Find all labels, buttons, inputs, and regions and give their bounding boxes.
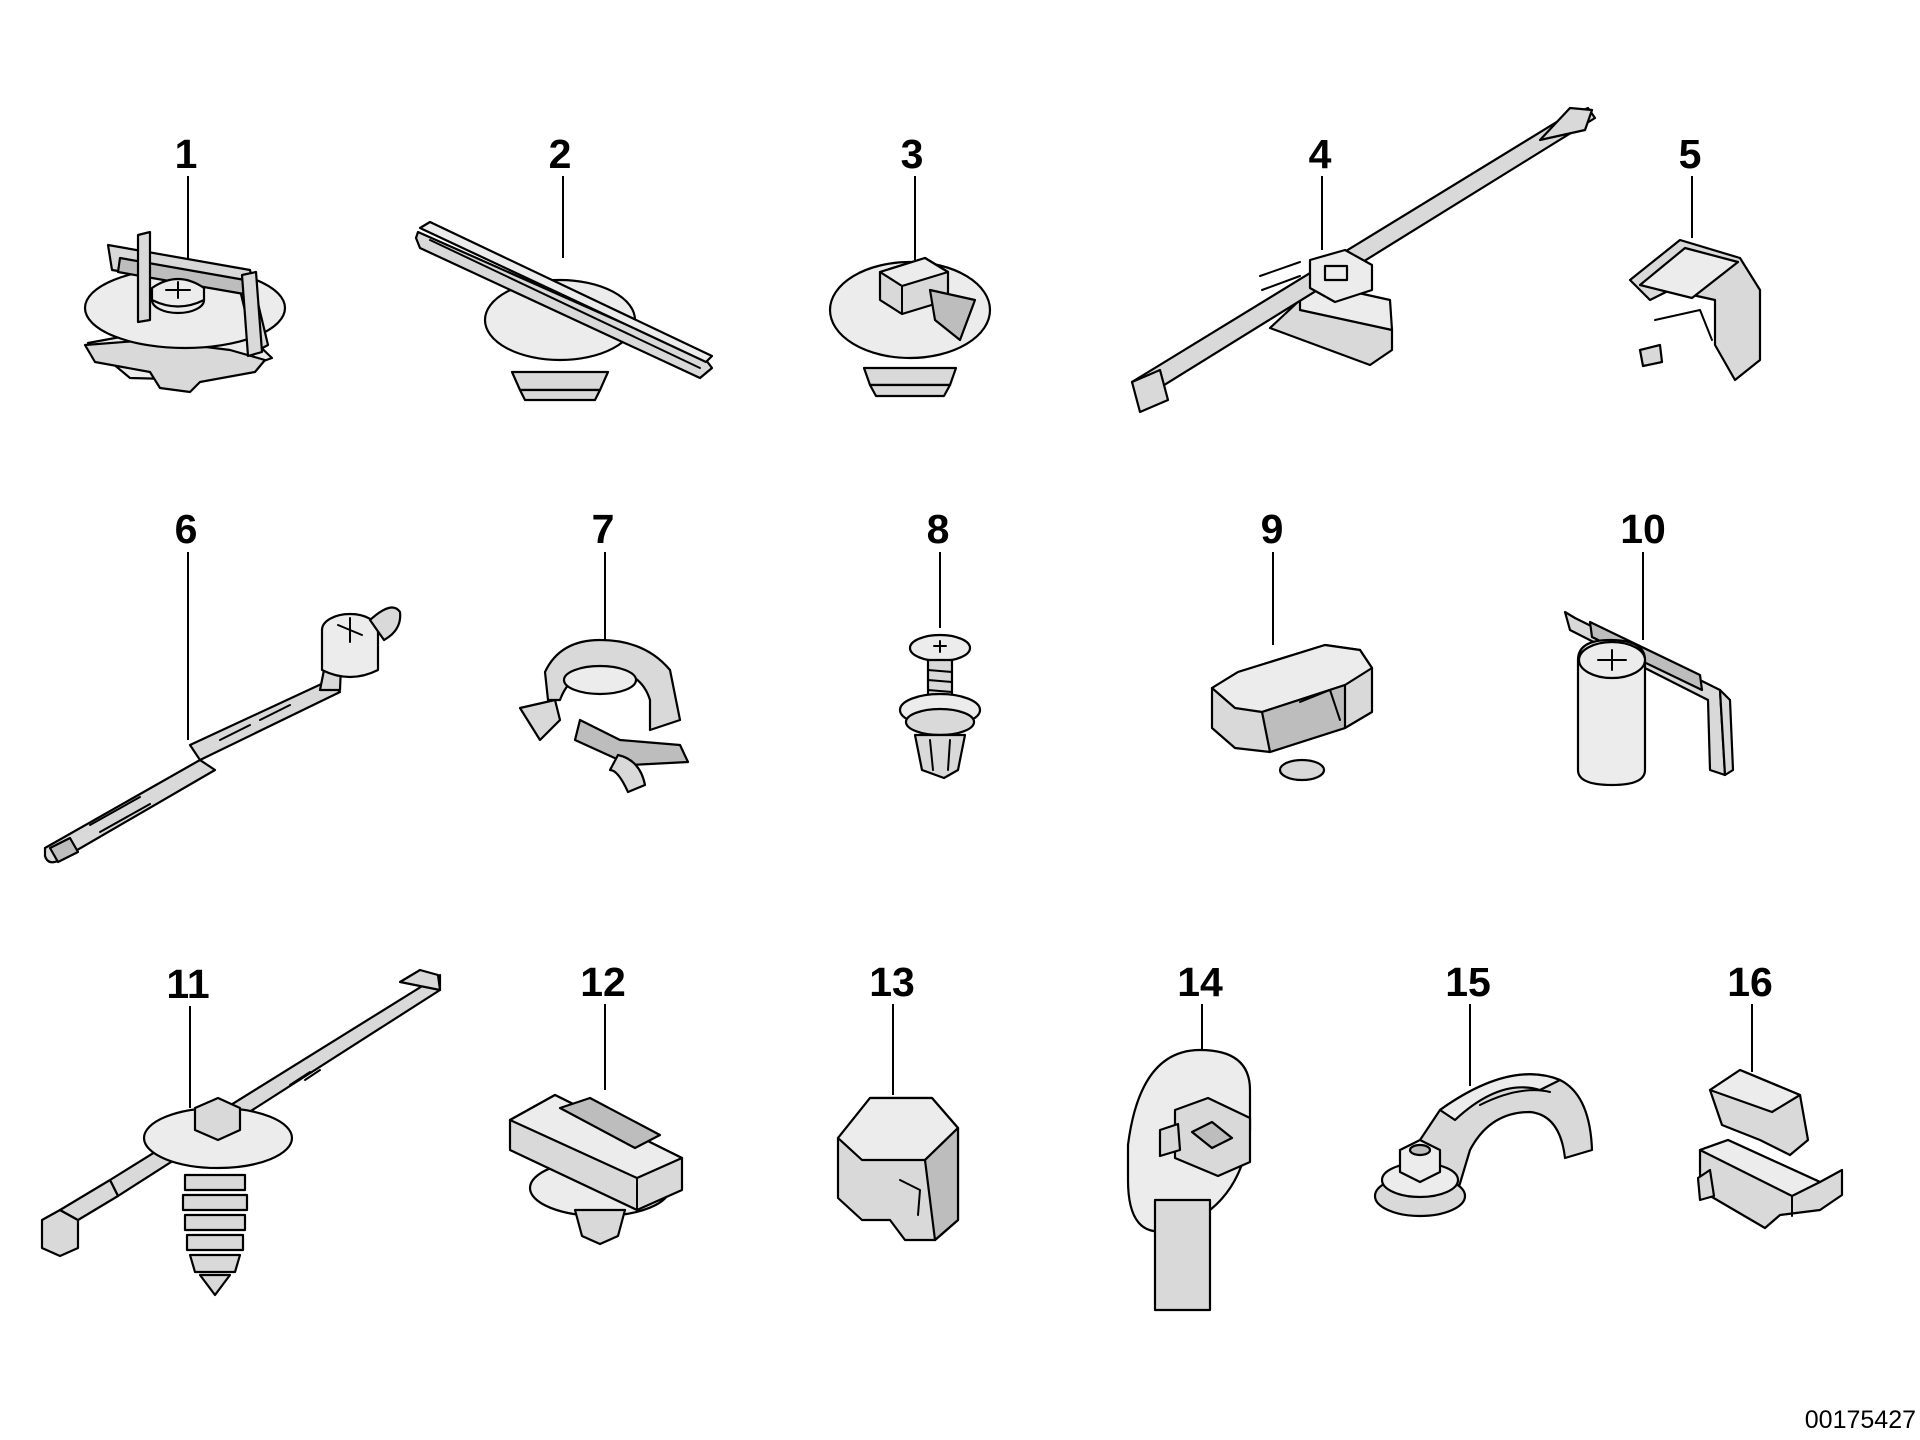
part-12-drawing	[508, 1093, 684, 1246]
part-14-label: 14	[1177, 959, 1223, 1005]
part-15-label: 15	[1445, 959, 1491, 1005]
part-16: 16	[1696, 959, 1844, 1230]
part-16-label: 16	[1727, 959, 1773, 1005]
part-13: 13	[836, 959, 960, 1242]
part-16-drawing	[1696, 1068, 1844, 1230]
part-12: 12	[508, 959, 684, 1246]
part-8-drawing	[898, 633, 982, 780]
part-10-drawing	[1563, 610, 1735, 787]
part-4-drawing	[1130, 106, 1597, 414]
part-14-drawing	[1126, 1048, 1252, 1312]
part-7-label: 7	[592, 506, 615, 552]
part-11: 11	[40, 961, 442, 1297]
part-9: 9	[1210, 506, 1374, 782]
part-4: 4	[1130, 106, 1597, 414]
part-13-drawing	[836, 1096, 960, 1242]
part-5-label: 5	[1679, 131, 1702, 177]
part-11-drawing	[40, 968, 442, 1297]
part-1: 1	[83, 131, 287, 394]
part-13-label: 13	[869, 959, 915, 1005]
part-1-drawing	[83, 230, 287, 394]
part-8-label: 8	[927, 506, 950, 552]
part-15-drawing	[1373, 1073, 1594, 1218]
part-7-drawing	[518, 638, 690, 794]
part-14: 14	[1126, 959, 1252, 1312]
part-8: 8	[898, 506, 982, 780]
part-1-label: 1	[175, 131, 198, 177]
part-5-drawing	[1628, 238, 1762, 382]
reference-number: 00175427	[1805, 1406, 1916, 1434]
part-2-drawing	[414, 220, 714, 402]
part-6: 6	[43, 506, 402, 864]
part-2: 2	[414, 131, 714, 402]
part-5: 5	[1628, 131, 1762, 382]
part-10: 10	[1563, 506, 1735, 787]
part-12-label: 12	[580, 959, 626, 1005]
part-7: 7	[518, 506, 690, 794]
part-6-label: 6	[175, 506, 198, 552]
part-3-drawing	[828, 256, 992, 398]
part-6-drawing	[43, 606, 402, 864]
part-3-label: 3	[901, 131, 924, 177]
part-2-label: 2	[549, 131, 572, 177]
part-3: 3	[828, 131, 992, 398]
part-9-label: 9	[1261, 506, 1284, 552]
part-11-label: 11	[166, 961, 209, 1007]
part-15: 15	[1373, 959, 1594, 1218]
part-4-label: 4	[1309, 131, 1332, 177]
part-9-drawing	[1210, 643, 1374, 782]
part-10-label: 10	[1620, 506, 1666, 552]
